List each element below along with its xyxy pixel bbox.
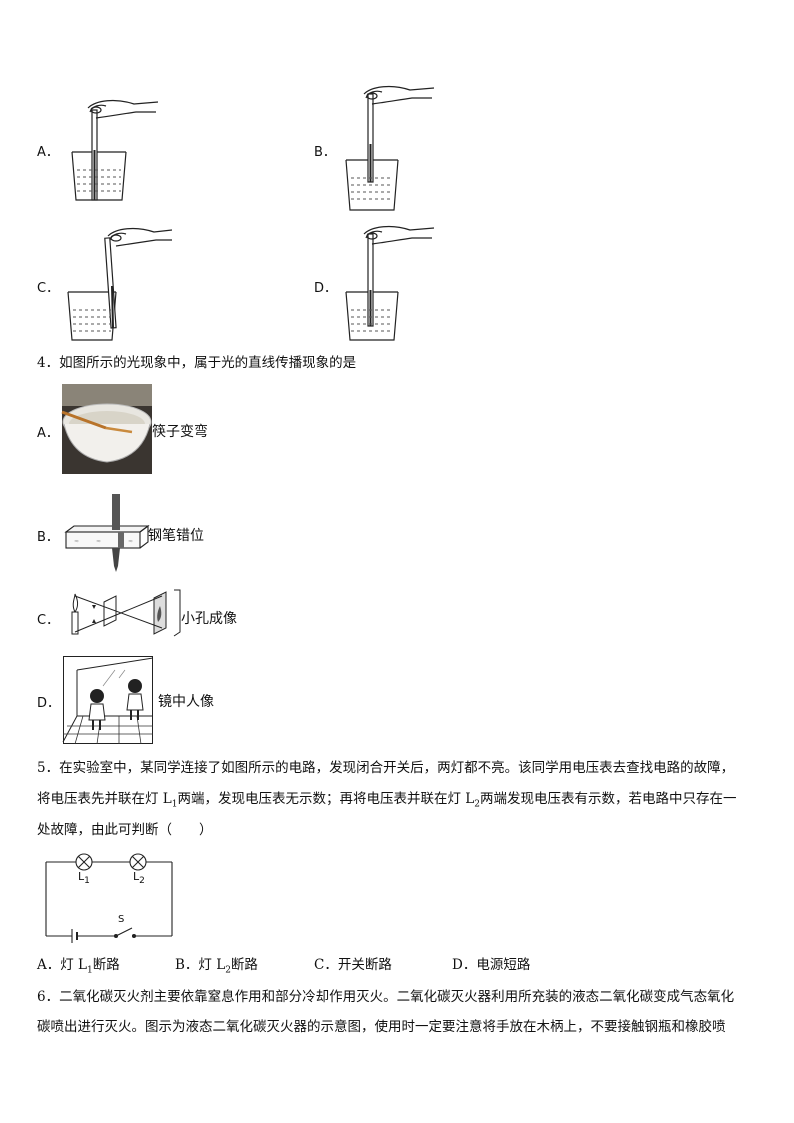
lamp-2-letter: L (133, 870, 140, 883)
q5-option-c: C．开关断路 (314, 957, 392, 973)
svg-text:≈: ≈ (74, 538, 79, 545)
q5-line-1: 5．在实验室中，某同学连接了如图所示的电路，发现闭合开关后，两灯都不亮。该同学用… (37, 760, 735, 776)
pinhole-camera-icon (71, 589, 181, 637)
q5-option-b: B．灯 L2断路 (175, 950, 258, 986)
pen-behind-glass-icon: ≈ ≈ ≈ (64, 494, 150, 572)
q5-line-2-part-c: 两端发现电压表有示数，若电路中只存在一 (480, 791, 737, 807)
lamp-1-sub: 1 (84, 876, 90, 887)
q6-line-2: 碳喷出进行灭火。图示为液态二氧化碳灭火器的示意图，使用时一定要注意将手放在木柄上… (37, 1019, 726, 1035)
thermometer-touching-bottom-icon (71, 99, 159, 201)
q3-option-b-letter: B． (314, 145, 336, 160)
q4-stem: 4．如图所示的光现象中，属于光的直线传播现象的是 (37, 355, 357, 371)
chopstick-in-bowl-icon (61, 384, 152, 474)
q5-option-b-sub: 2 (225, 965, 231, 976)
circuit-diagram (45, 853, 173, 943)
svg-text:≈: ≈ (96, 538, 101, 545)
thermometer-below-liquid-icon (345, 225, 435, 341)
q4-option-c-caption: 小孔成像 (181, 611, 237, 627)
q4-option-a-letter: A． (37, 426, 59, 441)
q5-line-2: 将电压表先并联在灯 L1两端，发现电压表无示数；再将电压表并联在灯 L2两端发现… (37, 784, 777, 820)
svg-text:≈: ≈ (128, 538, 133, 545)
q5-line-2-sub-2: 2 (474, 799, 480, 810)
lamp-2-label: L2 (133, 870, 145, 886)
q4-option-b-caption: 钢笔错位 (148, 528, 204, 544)
mirror-image-icon (62, 656, 154, 745)
q3-option-a-letter: A． (37, 145, 59, 160)
q5-line-3: 处故障，由此可判断（ ） (37, 822, 213, 838)
switch-label: S (118, 914, 125, 925)
q5-option-b-post: 断路 (230, 957, 258, 973)
q4-option-c-letter: C． (37, 613, 60, 628)
q4-option-d-caption: 镜中人像 (158, 694, 214, 710)
q3-option-c-letter: C． (37, 281, 60, 296)
thermometer-in-liquid-icon (345, 85, 435, 211)
lamp-1-label: L1 (78, 870, 90, 886)
q5-line-2-part-a: 将电压表先并联在灯 L (37, 791, 172, 807)
q4-option-a-caption: 筷子变弯 (152, 424, 208, 440)
q5-option-a-text: A．灯 L (37, 957, 88, 973)
q5-option-b-text: B．灯 L (175, 957, 226, 973)
lamp-2-sub: 2 (139, 876, 145, 887)
q5-option-d: D．电源短路 (452, 957, 531, 973)
thermometer-touching-wall-icon (67, 227, 173, 341)
q5-option-a-sub: 1 (87, 965, 93, 976)
q5-option-a-post: 断路 (92, 957, 120, 973)
q5-option-a: A．灯 L1断路 (37, 950, 120, 986)
lamp-1-letter: L (78, 870, 85, 883)
q3-option-d-letter: D． (314, 281, 338, 296)
q4-option-b-letter: B． (37, 530, 59, 545)
q5-line-2-part-b: 两端，发现电压表无示数；再将电压表并联在灯 L (177, 791, 475, 807)
q6-line-1: 6．二氧化碳灭火剂主要依靠窒息作用和部分冷却作用灭火。二氧化碳灭火器利用所充装的… (37, 989, 735, 1005)
q5-line-2-sub-1: 1 (171, 799, 178, 810)
q4-option-d-letter: D． (37, 696, 61, 711)
